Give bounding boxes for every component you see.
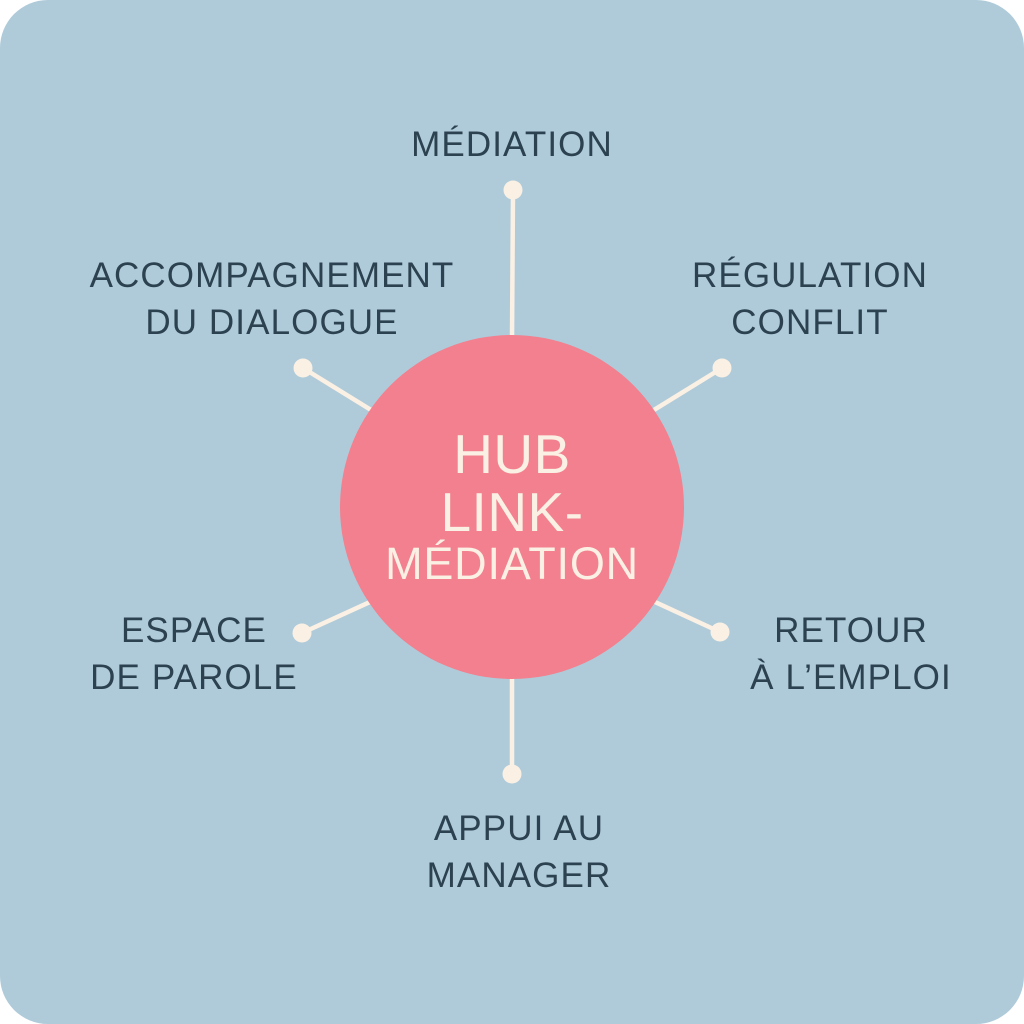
connector-dot-accompagnement [293, 358, 313, 378]
hub-line-3: MÉDIATION [385, 537, 639, 589]
spoke-label-mediation-line-1: MÉDIATION [411, 125, 613, 164]
spoke-label-retour-line-1: RETOUR [774, 611, 928, 650]
spoke-label-retour-a-lemploi: RETOUR À L’EMPLOI [750, 608, 952, 701]
spoke-label-accompagnement-line-1: ACCOMPAGNEMENT [89, 256, 455, 295]
connector-line-mediation [509, 187, 516, 343]
spoke-label-appui-line-1: APPUI AU [433, 809, 605, 848]
spoke-label-accompagnement-du-dialogue: ACCOMPAGNEMENT DU DIALOGUE [90, 253, 455, 346]
connector-dot-espace [292, 623, 312, 643]
spoke-label-accompagnement-line-2: DU DIALOGUE [145, 302, 399, 342]
spoke-label-mediation: MÉDIATION [411, 122, 613, 169]
spoke-label-espace-line-2: DE PAROLE [90, 657, 298, 697]
connector-dot-retour [710, 622, 730, 642]
spoke-label-appui-au-manager: APPUI AU MANAGER [427, 806, 612, 899]
hub-node: HUB LINK- MÉDIATION [340, 335, 684, 679]
spoke-label-retour-line-2: À L’EMPLOI [750, 657, 952, 697]
hub-line-1: HUB [453, 423, 571, 486]
spoke-label-regulation-conflit: RÉGULATION CONFLIT [692, 253, 928, 346]
spoke-label-espace-de-parole: ESPACE DE PAROLE [90, 608, 298, 701]
spoke-label-espace-line-1: ESPACE [120, 611, 267, 650]
spoke-label-regulation-line-1: RÉGULATION [692, 256, 928, 295]
connector-dot-regulation [712, 358, 732, 378]
spoke-label-regulation-line-2: CONFLIT [731, 302, 889, 342]
hub-line-2: LINK- [440, 480, 584, 543]
connector-dot-appui [502, 764, 522, 784]
spoke-label-appui-line-2: MANAGER [426, 855, 612, 895]
connector-dot-mediation [503, 180, 523, 200]
